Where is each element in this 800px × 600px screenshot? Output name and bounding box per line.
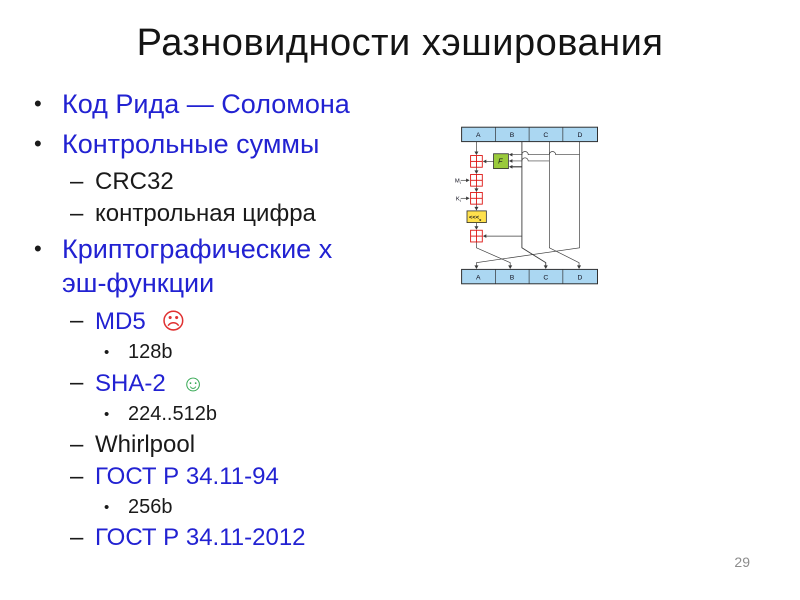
bullet-marker: • bbox=[104, 499, 110, 516]
md5-round-diagram: A B C D F <<<s bbox=[455, 126, 598, 285]
adder-box-3 bbox=[470, 192, 483, 205]
list-item-crc32: – CRC32 bbox=[28, 167, 458, 197]
list-item-label: ГОСТ Р 34.11-2012 bbox=[95, 524, 306, 551]
bullet-marker: • bbox=[34, 236, 42, 261]
arrowhead bbox=[508, 159, 513, 163]
list-item-label: Криптографические х эш-функции bbox=[62, 232, 458, 300]
f-function-box: F bbox=[493, 153, 509, 170]
arrowhead bbox=[508, 165, 513, 169]
arrowhead bbox=[482, 159, 487, 164]
message-word-label: Mi bbox=[455, 179, 461, 185]
list-item-label: SHA-2 bbox=[95, 370, 166, 397]
list-item-128b: • 128b bbox=[28, 339, 458, 366]
list-item-whirlpool: – Whirlpool bbox=[28, 430, 458, 460]
list-item-224-512b: • 224..512b bbox=[28, 401, 458, 428]
list-item-sha2: – SHA-2 ☺ bbox=[28, 368, 458, 399]
list-item-label: 128b bbox=[128, 341, 173, 363]
arrowhead bbox=[577, 265, 582, 269]
list-item-checksums: • Контрольные суммы bbox=[28, 127, 458, 161]
arrowhead bbox=[466, 178, 470, 183]
arrowhead bbox=[543, 265, 548, 269]
list-item-label: CRC32 bbox=[95, 168, 174, 195]
list-item-label: 224..512b bbox=[128, 403, 217, 425]
adder-box-4 bbox=[470, 229, 483, 243]
wire-d-to-a bbox=[476, 141, 580, 267]
left-rotate-label: <<<s bbox=[469, 215, 482, 222]
list-item-label: MD5 bbox=[95, 308, 146, 335]
list-item-label: ГОСТ Р 34.11-94 bbox=[95, 463, 279, 490]
top-register-row: A B C D bbox=[461, 126, 598, 143]
wire-b-to-c bbox=[521, 141, 547, 267]
dash-marker: – bbox=[70, 200, 84, 227]
list-item-label: Контрольные суммы bbox=[62, 129, 320, 159]
arrowhead bbox=[474, 265, 479, 269]
register-a-top: A bbox=[476, 132, 481, 139]
arrowhead bbox=[474, 170, 479, 174]
list-item-md5: – MD5 ☹ bbox=[28, 306, 458, 337]
register-c-top: C bbox=[543, 132, 548, 139]
arrowhead bbox=[508, 265, 513, 269]
wrapped-line-2: эш-функции bbox=[62, 268, 215, 298]
happy-face-icon: ☺ bbox=[181, 370, 205, 396]
round-constant-label: Ki bbox=[456, 197, 461, 203]
bullet-marker: • bbox=[34, 91, 42, 116]
wire-result-to-b bbox=[476, 241, 511, 267]
page-number: 29 bbox=[734, 554, 750, 570]
dash-marker: – bbox=[70, 168, 84, 195]
wire-d-to-f bbox=[510, 151, 580, 155]
register-b-bottom: B bbox=[510, 274, 515, 281]
left-rotate-box: <<<s bbox=[466, 210, 487, 224]
wrapped-line-1: Криптографические х bbox=[62, 234, 333, 264]
arrowhead bbox=[474, 206, 479, 211]
list-item-label: контрольная цифра bbox=[95, 200, 316, 227]
register-d-top: D bbox=[578, 132, 583, 139]
arrowhead bbox=[474, 188, 479, 192]
dash-marker: – bbox=[70, 463, 84, 490]
bullet-marker: • bbox=[104, 344, 110, 361]
list-item-label: 256b bbox=[128, 496, 173, 518]
list-item-gost-2012: – ГОСТ Р 34.11-2012 bbox=[28, 523, 458, 553]
f-function-label: F bbox=[498, 157, 503, 166]
bottom-register-row: A B C D bbox=[461, 268, 598, 285]
dash-marker: – bbox=[70, 307, 84, 334]
adder-box-1 bbox=[470, 155, 483, 168]
bullet-marker: • bbox=[104, 406, 110, 423]
list-item-gost-94: – ГОСТ Р 34.11-94 bbox=[28, 462, 458, 492]
arrowhead bbox=[474, 226, 479, 230]
dash-marker: – bbox=[70, 369, 84, 396]
list-item-label: Whirlpool bbox=[95, 431, 196, 458]
list-item-reed-solomon: • Код Рида — Соломона bbox=[28, 87, 458, 121]
adder-box-2 bbox=[470, 174, 483, 187]
bullet-marker: • bbox=[34, 131, 42, 156]
register-b-top: B bbox=[510, 132, 515, 139]
wire-c-to-f bbox=[510, 157, 550, 162]
list-item-label: Код Рида — Соломона bbox=[62, 89, 350, 119]
modular-adders bbox=[470, 155, 483, 243]
arrowhead bbox=[482, 234, 487, 238]
arrowhead bbox=[508, 152, 513, 157]
arrowhead bbox=[474, 151, 479, 156]
sad-face-icon: ☹ bbox=[161, 308, 186, 334]
bullet-list: • Код Рида — Соломона • Контрольные сумм… bbox=[28, 84, 458, 555]
dash-marker: – bbox=[70, 431, 84, 458]
register-a-bottom: A bbox=[476, 274, 481, 281]
dash-marker: – bbox=[70, 524, 84, 551]
register-c-bottom: C bbox=[543, 274, 548, 281]
arrowheads bbox=[466, 151, 582, 269]
wire-c-to-d bbox=[549, 141, 580, 267]
arrowhead bbox=[466, 196, 470, 201]
register-d-bottom: D bbox=[578, 274, 583, 281]
list-item-control-digit: – контрольная цифра bbox=[28, 199, 458, 229]
list-item-256b: • 256b bbox=[28, 494, 458, 521]
slide-title: Разновидности хэширования bbox=[136, 22, 664, 64]
list-item-crypto-hash: • Криптографические х эш-функции bbox=[28, 232, 458, 300]
